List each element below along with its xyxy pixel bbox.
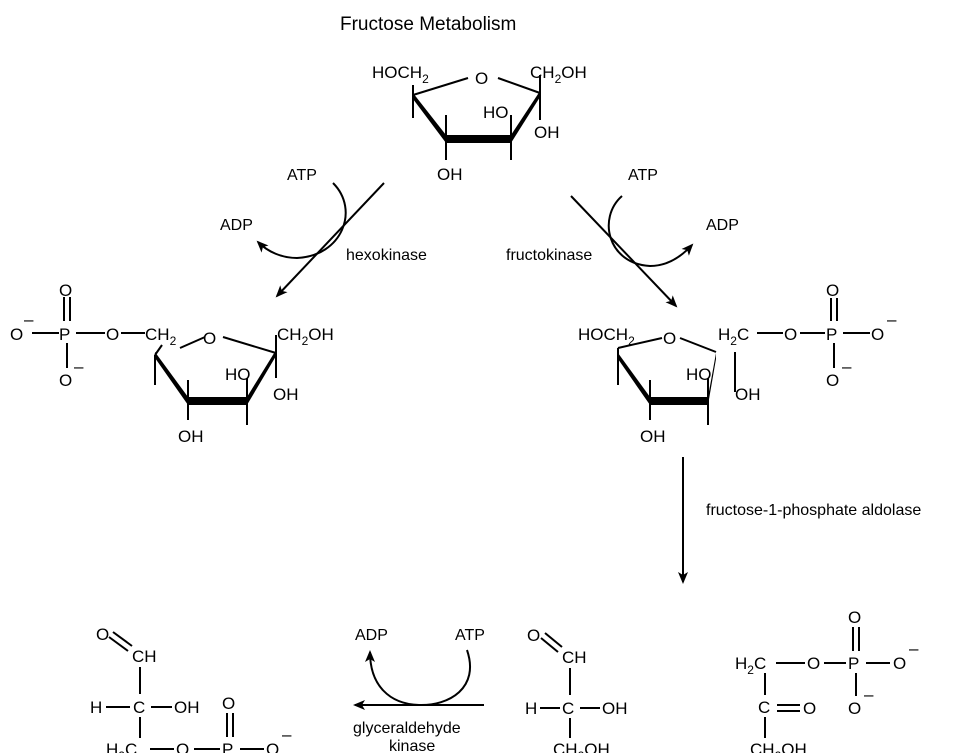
glyceraldehyde-kinase-label-1: glyceraldehyde bbox=[353, 720, 461, 737]
fructose-ring-o: O bbox=[475, 69, 488, 88]
hexokinase-adp: ADP bbox=[220, 217, 253, 234]
svg-text:O: O bbox=[803, 699, 816, 718]
fructokinase-label: fructokinase bbox=[506, 247, 592, 264]
svg-text:O: O bbox=[222, 694, 235, 713]
svg-text:P: P bbox=[222, 740, 233, 753]
glyceraldehyde-kinase-atp: ATP bbox=[455, 627, 485, 644]
glyceraldehyde-molecule: O CH H C OH CH2OH bbox=[525, 626, 628, 753]
svg-text:O: O bbox=[96, 625, 109, 644]
svg-text:–: – bbox=[842, 357, 852, 376]
svg-text:CH2OH: CH2OH bbox=[530, 63, 587, 86]
svg-text:–: – bbox=[24, 310, 34, 329]
hexokinase-reaction: ATP ADP hexokinase bbox=[220, 167, 427, 298]
svg-text:–: – bbox=[887, 310, 897, 329]
svg-text:O: O bbox=[10, 325, 23, 344]
fructokinase-reaction: ATP ADP fructokinase bbox=[506, 167, 739, 308]
svg-text:C: C bbox=[133, 698, 145, 717]
svg-text:O: O bbox=[59, 281, 72, 300]
glyceraldehyde-kinase-adp: ADP bbox=[355, 627, 388, 644]
svg-text:O: O bbox=[807, 654, 820, 673]
svg-text:HO: HO bbox=[225, 365, 251, 384]
svg-text:O: O bbox=[848, 608, 861, 627]
aldolase-label: fructose-1-phosphate aldolase bbox=[706, 502, 921, 519]
svg-text:O: O bbox=[59, 371, 72, 390]
svg-text:–: – bbox=[74, 357, 84, 376]
fructose-6-phosphate-molecule: O – O P O O – CH2 O CH2OH HO OH OH bbox=[10, 281, 334, 446]
svg-text:CH2OH: CH2OH bbox=[277, 325, 334, 348]
fructokinase-adp: ADP bbox=[706, 217, 739, 234]
svg-text:CH2OH: CH2OH bbox=[553, 740, 610, 753]
svg-text:OH: OH bbox=[602, 699, 628, 718]
svg-text:OH: OH bbox=[273, 385, 299, 404]
svg-text:O: O bbox=[848, 699, 861, 718]
svg-text:OH: OH bbox=[437, 165, 463, 184]
svg-text:O: O bbox=[266, 740, 279, 753]
fructose-1-phosphate-molecule: HOCH2 O HO OH OH H2C O P O O – O – bbox=[578, 281, 897, 446]
svg-text:O: O bbox=[784, 325, 797, 344]
svg-text:H2C: H2C bbox=[718, 325, 749, 348]
svg-text:CH2: CH2 bbox=[145, 325, 177, 348]
svg-text:C: C bbox=[562, 699, 574, 718]
svg-text:CH: CH bbox=[132, 647, 157, 666]
svg-text:OH: OH bbox=[735, 385, 761, 404]
svg-text:O: O bbox=[893, 654, 906, 673]
glyceraldehyde-3-phosphate-molecule: O CH H C OH H2C O P O – O bbox=[90, 625, 292, 753]
svg-text:HOCH2: HOCH2 bbox=[578, 325, 635, 348]
svg-text:O: O bbox=[663, 329, 676, 348]
fructokinase-atp: ATP bbox=[628, 167, 658, 184]
svg-text:OH: OH bbox=[178, 427, 204, 446]
svg-text:–: – bbox=[909, 639, 919, 658]
diagram-title: Fructose Metabolism bbox=[340, 14, 516, 35]
svg-text:CH2OH: CH2OH bbox=[750, 740, 807, 753]
svg-text:H: H bbox=[90, 698, 102, 717]
glyceraldehyde-kinase-label-2: kinase bbox=[389, 738, 435, 753]
svg-text:–: – bbox=[282, 725, 292, 744]
aldolase-reaction: fructose-1-phosphate aldolase bbox=[678, 457, 921, 584]
svg-text:HOCH2: HOCH2 bbox=[372, 63, 429, 86]
svg-text:O: O bbox=[176, 740, 189, 753]
svg-text:OH: OH bbox=[534, 123, 560, 142]
svg-text:H2C: H2C bbox=[106, 740, 137, 753]
svg-text:O: O bbox=[826, 371, 839, 390]
svg-text:H2C: H2C bbox=[735, 654, 766, 677]
hexokinase-atp: ATP bbox=[287, 167, 317, 184]
svg-text:O: O bbox=[527, 626, 540, 645]
svg-text:–: – bbox=[864, 685, 874, 704]
svg-text:P: P bbox=[59, 325, 70, 344]
svg-text:O: O bbox=[203, 329, 216, 348]
svg-text:P: P bbox=[826, 325, 837, 344]
glyceraldehyde-kinase-reaction: ATP ADP glyceraldehyde kinase bbox=[353, 627, 485, 753]
hexokinase-label: hexokinase bbox=[346, 247, 427, 264]
svg-text:O: O bbox=[106, 325, 119, 344]
fructose-molecule: HOCH2 O CH2OH HO OH OH bbox=[372, 63, 587, 184]
svg-text:OH: OH bbox=[640, 427, 666, 446]
svg-text:O: O bbox=[871, 325, 884, 344]
dihydroxyacetone-phosphate-molecule: H2C O P O – O O – C O CH2OH bbox=[735, 608, 919, 753]
svg-text:C: C bbox=[758, 698, 770, 717]
svg-text:P: P bbox=[848, 654, 859, 673]
fructose-hoch2: HOCH bbox=[372, 63, 422, 82]
svg-text:O: O bbox=[826, 281, 839, 300]
svg-text:HO: HO bbox=[483, 103, 509, 122]
svg-text:OH: OH bbox=[174, 698, 200, 717]
svg-text:CH: CH bbox=[562, 648, 587, 667]
svg-text:H: H bbox=[525, 699, 537, 718]
svg-text:HO: HO bbox=[686, 365, 712, 384]
